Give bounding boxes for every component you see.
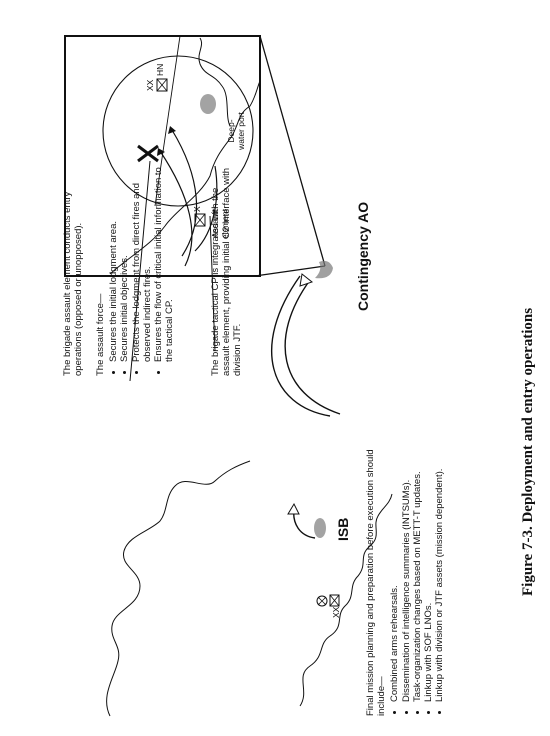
entry-ops-note: The brigade assault element conducts ent… <box>62 191 85 376</box>
final-planning-list: Combined arms rehearsals. Dissemination … <box>389 446 445 716</box>
final-planning-item: Dissemination of intelligence summaries … <box>401 446 412 702</box>
hn-unit-symbol <box>156 78 168 92</box>
isb-label: ISB <box>335 517 351 541</box>
mainland-unit-symbol <box>329 594 340 607</box>
hn-label: HN <box>155 63 165 76</box>
hn-xx-label: XX <box>145 79 155 91</box>
figure-caption: Figure 7-3. Deployment and entry operati… <box>520 307 536 596</box>
mainland-coastline-2 <box>299 493 393 707</box>
assault-element-label: Assault element <box>210 208 231 240</box>
mainland-unit-circle <box>316 595 328 607</box>
final-planning-intro: Final mission planning and preparation b… <box>365 449 388 716</box>
inset-coastline-right <box>198 37 231 127</box>
range-circle <box>102 55 254 207</box>
leader-line-1 <box>129 160 151 382</box>
assault-element-symbol <box>194 213 206 227</box>
assault-arrow-1 <box>159 150 193 267</box>
assault-x-label: X <box>192 206 202 212</box>
mainland-coastline <box>106 460 251 717</box>
deployment-arrow-outer <box>270 275 331 417</box>
assault-force-item: Protects the lodgment from direct fires … <box>131 166 153 362</box>
final-planning-item: Linkup with division or JTF assets (miss… <box>434 446 445 702</box>
assault-force-item: Secures the initial lodgment area. <box>108 166 119 362</box>
assault-force-intro: The assault force— <box>95 293 106 376</box>
final-planning-item: Combined arms rehearsals. <box>389 446 400 702</box>
assault-arrow-3 <box>194 165 218 252</box>
contingency-ao-label: Contingency AO <box>355 201 371 311</box>
tactical-cp-note: The brigade tactical CP is integrated wi… <box>210 167 244 376</box>
assault-force-list: Secures the initial lodgment area. Secur… <box>108 166 175 376</box>
objective-x-line-b <box>137 144 159 163</box>
inset-map-frame <box>64 35 261 277</box>
deep-water-port-label: Deep-water port <box>226 112 247 150</box>
assault-arrow-2 <box>171 129 198 257</box>
contingency-area-marker <box>315 260 333 279</box>
assault-force-note: The assault force— Secures the initial l… <box>95 166 175 376</box>
final-planning-note: Final mission planning and preparation b… <box>365 446 445 716</box>
final-planning-item: Linkup with SOF LNOs. <box>423 446 434 702</box>
leader-line-2 <box>209 215 216 352</box>
final-planning-item: Task-organization changes based on METT-… <box>412 446 423 702</box>
isb-area <box>314 518 326 538</box>
connector-line-top <box>259 35 326 267</box>
deployment-arrow-inner <box>284 279 341 415</box>
mainland-xx-label: XX <box>331 606 341 618</box>
connector-line-left <box>254 265 326 277</box>
port-area <box>200 94 216 114</box>
assault-force-item: Ensures the flow of critical initial inf… <box>153 166 175 362</box>
inset-coastline <box>109 80 261 275</box>
assault-force-item: Secures initial objectives. <box>119 166 130 362</box>
range-line <box>154 35 181 207</box>
